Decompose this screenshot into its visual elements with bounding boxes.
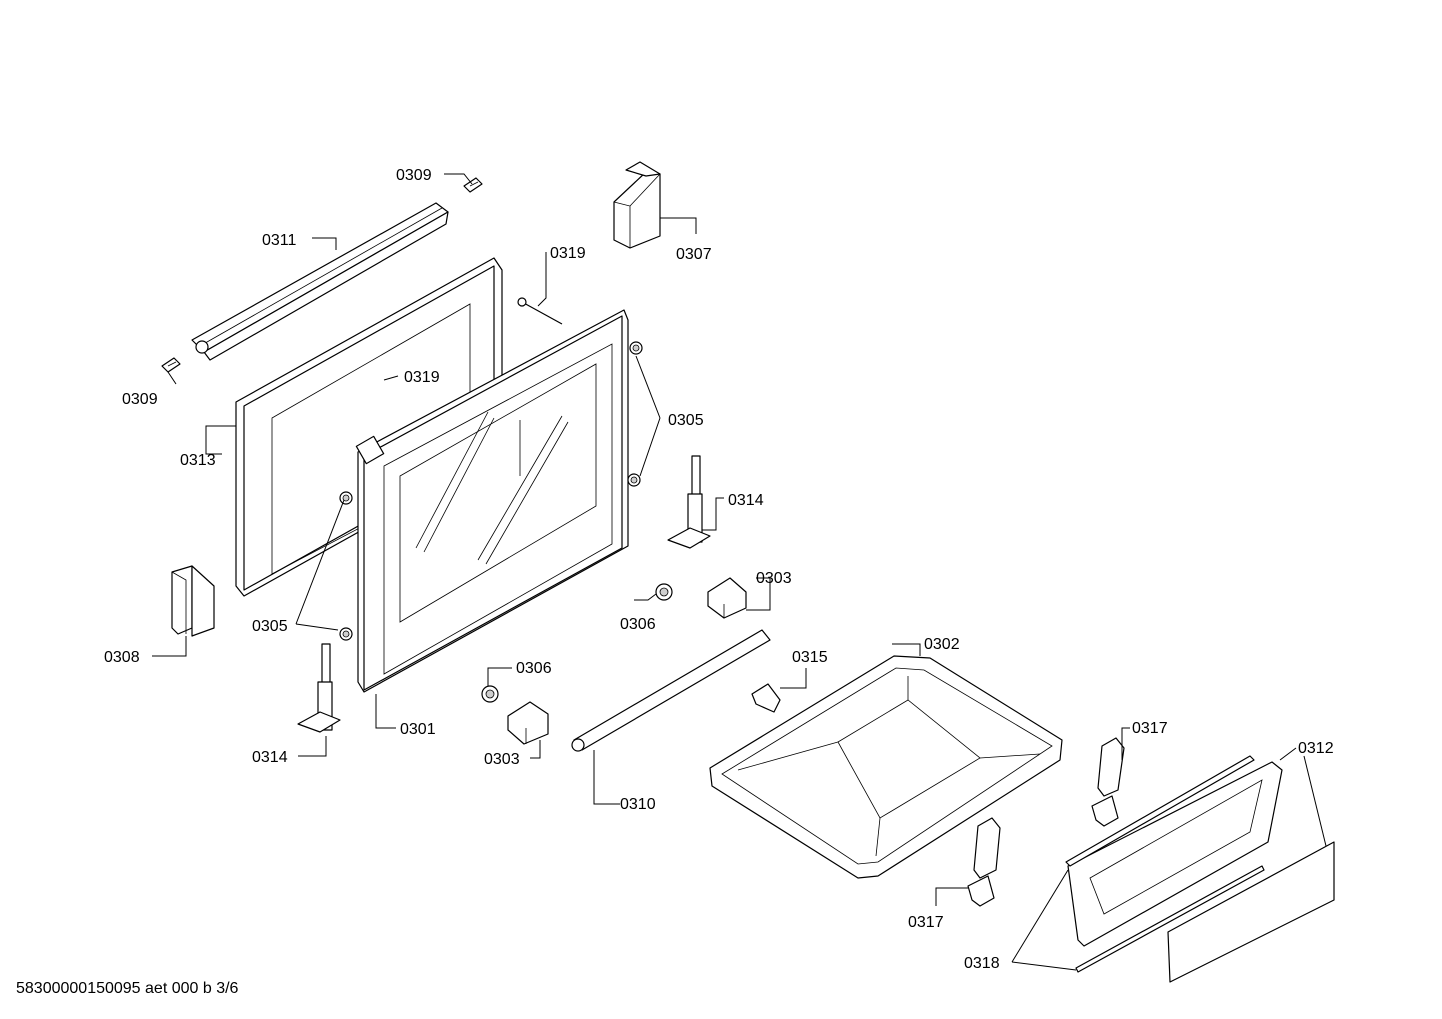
part-0303-block-right — [707, 577, 747, 619]
part-0309-screw-left — [161, 357, 181, 373]
label-0302: 0302 — [924, 636, 960, 653]
part-0307-bracket — [613, 161, 661, 249]
label-0306-right: 0306 — [620, 616, 656, 633]
part-0305-nuts — [339, 341, 643, 641]
part-0309-screw-top — [463, 177, 483, 193]
label-0309-left: 0309 — [122, 391, 158, 408]
part-0314-hinge-right — [667, 455, 711, 549]
part-0306-cap-left — [481, 685, 499, 703]
label-0309-top: 0309 — [396, 167, 432, 184]
part-0319-pin-top — [517, 297, 563, 325]
part-0301-outer-door — [355, 309, 629, 693]
part-0317-hinge-upper — [1091, 737, 1125, 827]
label-0319-top: 0319 — [550, 245, 586, 262]
label-0318: 0318 — [964, 955, 1000, 972]
label-0319-mid: 0319 — [404, 369, 440, 386]
label-0314-right: 0314 — [728, 492, 764, 509]
label-0311: 0311 — [262, 232, 297, 249]
part-0317-hinge-lower — [967, 817, 1001, 907]
label-0305-left: 0305 — [252, 618, 288, 635]
part-0314-hinge-left — [297, 643, 341, 733]
label-0310: 0310 — [620, 796, 656, 813]
label-0314-left: 0314 — [252, 749, 288, 766]
label-0306-left: 0306 — [516, 660, 552, 677]
label-0313: 0313 — [180, 452, 216, 469]
label-0303-right: 0303 — [756, 570, 792, 587]
label-0301: 0301 — [400, 721, 436, 738]
part-0315-clip — [751, 683, 781, 713]
leader-lines — [152, 173, 1327, 971]
part-0306-cap-right — [655, 583, 673, 601]
part-0311-top-strip — [191, 202, 449, 361]
part-0318-strips — [1065, 755, 1265, 973]
label-0317-lower: 0317 — [908, 914, 944, 931]
part-0310-bar — [571, 629, 771, 752]
part-0302-tray — [709, 655, 1063, 879]
label-0303-left: 0303 — [484, 751, 520, 768]
part-labels: 0309 0311 0319 0307 0309 0319 0313 0305 … — [104, 167, 1334, 972]
label-0312: 0312 — [1298, 740, 1334, 757]
part-0303-block-left — [507, 701, 549, 745]
label-0317-upper: 0317 — [1132, 720, 1168, 737]
part-0312-drawer-front — [1067, 761, 1335, 983]
label-0307: 0307 — [676, 246, 712, 263]
label-0315: 0315 — [792, 649, 828, 666]
part-0308-bracket — [171, 565, 215, 637]
label-0305-right: 0305 — [668, 412, 704, 429]
label-0308: 0308 — [104, 649, 140, 666]
document-reference: 58300000150095 aet 000 b 3/6 — [16, 980, 239, 997]
